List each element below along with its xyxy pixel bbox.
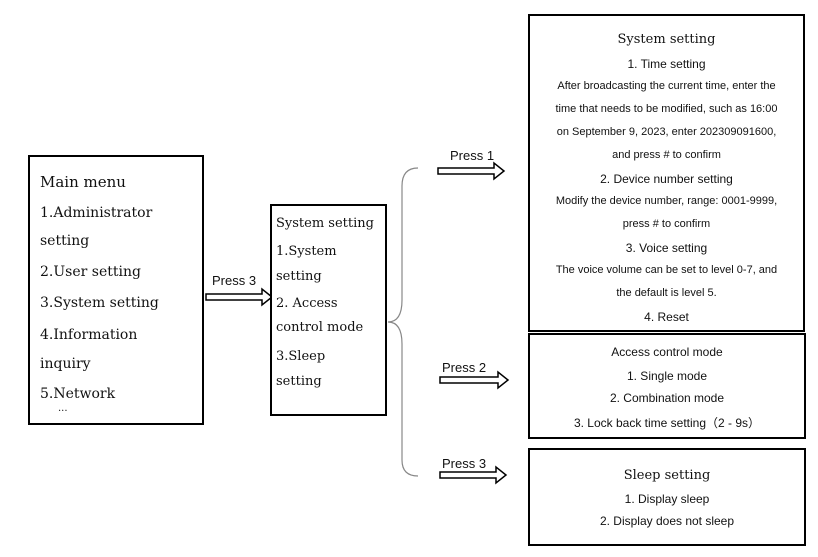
access-single-mode: 1. Single mode (626, 369, 708, 383)
time-setting-line-2: time that needs to be modified, such as … (555, 103, 778, 115)
access-control-title: Access control mode (611, 345, 723, 359)
device-number-line-2: press # to confirm (622, 218, 711, 230)
system-menu-item-access-cont: control mode (276, 320, 364, 335)
arrow-press3-main (205, 287, 274, 307)
label-press3-sub: Press 3 (442, 456, 487, 471)
branch-bracket (387, 167, 419, 477)
menu-item-user-setting: 2.User setting (40, 264, 141, 280)
time-setting-line-4: and press # to confirm (612, 149, 721, 161)
time-setting-heading: 1. Time setting (627, 57, 706, 71)
access-lock-back-time: 3. Lock back time setting（2 - 9s） (573, 416, 761, 430)
menu-item-network: 5.Network (40, 386, 116, 402)
main-menu-title: Main menu (40, 173, 126, 191)
menu-item-more: ... (58, 403, 68, 414)
main-menu-box: Main menu 1.Administrator setting 2.User… (28, 155, 204, 425)
system-setting-title: System setting (617, 32, 716, 47)
reset-heading: 4. Reset (644, 310, 689, 324)
arrow-press3-sub (439, 465, 508, 485)
system-menu-title: System setting (276, 216, 374, 231)
time-setting-line-1: After broadcasting the current time, ent… (557, 80, 776, 92)
voice-setting-line-1: The voice volume can be set to level 0-7… (555, 264, 778, 276)
arrow-press2 (439, 370, 510, 390)
menu-item-administrator-cont: setting (40, 233, 90, 249)
system-menu-item-system: 1.System (276, 244, 337, 259)
display-sleep: 1. Display sleep (624, 492, 710, 506)
menu-item-system-setting: 3.System setting (40, 295, 159, 311)
sleep-setting-panel: Sleep setting 1. Display sleep 2. Displa… (528, 448, 806, 546)
system-menu-box: System setting 1.System setting 2. Acces… (270, 204, 387, 416)
menu-item-administrator: 1.Administrator (40, 205, 153, 221)
voice-setting-heading: 3. Voice setting (625, 241, 708, 255)
display-does-not-sleep: 2. Display does not sleep (599, 514, 735, 528)
time-setting-line-3: on September 9, 2023, enter 202309091600… (556, 126, 777, 138)
menu-item-information: 4.Information (40, 327, 138, 343)
system-menu-item-access: 2. Access (276, 296, 338, 311)
device-number-line-1: Modify the device number, range: 0001-99… (555, 195, 778, 207)
label-press3-main: Press 3 (212, 273, 257, 288)
system-setting-panel: System setting 1. Time setting After bro… (528, 14, 805, 332)
system-menu-item-sleep: 3.Sleep (276, 349, 326, 364)
system-menu-item-system-cont: setting (276, 269, 322, 284)
device-number-heading: 2. Device number setting (600, 172, 733, 186)
arrow-press1 (437, 161, 506, 181)
access-control-panel: Access control mode 1. Single mode 2. Co… (528, 333, 806, 439)
menu-item-information-cont: inquiry (40, 356, 91, 372)
label-press1: Press 1 (450, 148, 495, 163)
label-press2: Press 2 (442, 360, 487, 375)
sleep-setting-title: Sleep setting (623, 468, 711, 483)
system-menu-item-sleep-cont: setting (276, 374, 322, 389)
access-combination-mode: 2. Combination mode (609, 391, 725, 405)
voice-setting-line-2: the default is level 5. (616, 287, 717, 299)
